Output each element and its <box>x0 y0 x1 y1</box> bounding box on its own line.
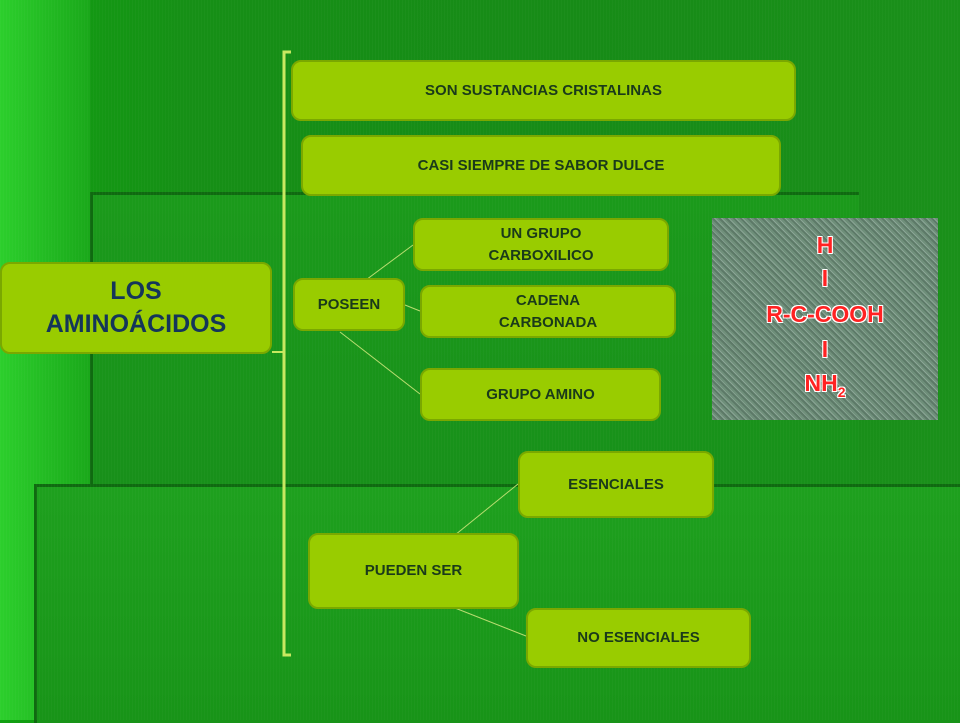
item-box-cadena: CADENA CARBONADA <box>420 285 676 338</box>
property-label: SON SUSTANCIAS CRISTALINAS <box>425 81 662 99</box>
formula-line-bond-bottom: I <box>821 336 829 362</box>
formula-line-bond-top: I <box>821 265 829 291</box>
formula-line-h: H <box>816 232 834 258</box>
posee-label: POSEEN <box>317 295 381 313</box>
no-esenciales-box: NO ESENCIALES <box>526 608 751 668</box>
formula-image: H I R-C-COOH I NH2 <box>712 218 938 420</box>
item-box-carboxilico: UN GRUPO CARBOXILICO <box>413 218 669 271</box>
no-esenciales-label: NO ESENCIALES <box>577 629 700 646</box>
esenciales-label: ESENCIALES <box>568 475 664 493</box>
formula-subscript: 2 <box>837 384 846 400</box>
esenciales-box: ESENCIALES <box>518 451 714 518</box>
connector-posee-amino <box>339 331 421 395</box>
connector-no-esenciales <box>454 607 527 637</box>
item-box-amino: GRUPO AMINO <box>420 368 661 421</box>
property-box-sweet: CASI SIEMPRE DE SABOR DULCE <box>301 135 781 196</box>
formula-line-main: R-C-COOH <box>766 301 884 327</box>
property-box-crystalline: SON SUSTANCIAS CRISTALINAS <box>291 60 796 121</box>
item-label: UN GRUPO CARBOXILICO <box>488 224 594 264</box>
connector-posee-cadena <box>404 304 421 312</box>
main-brace <box>282 50 291 657</box>
title-box: LOS AMINOÁCIDOS <box>0 262 272 354</box>
formula-nh: NH <box>804 370 838 396</box>
posee-box: POSEEN <box>293 278 405 331</box>
pueden-ser-label: PUEDEN SER <box>364 562 463 579</box>
item-label: GRUPO AMINO <box>486 385 595 403</box>
formula-line-nh2: NH2 <box>712 370 938 400</box>
item-label: CADENA CARBONADA <box>498 291 598 331</box>
title-text: LOS AMINOÁCIDOS <box>45 277 227 338</box>
pueden-ser-box: PUEDEN SER <box>308 533 519 609</box>
connector-esenciales <box>454 483 519 536</box>
property-label: CASI SIEMPRE DE SABOR DULCE <box>417 156 665 174</box>
